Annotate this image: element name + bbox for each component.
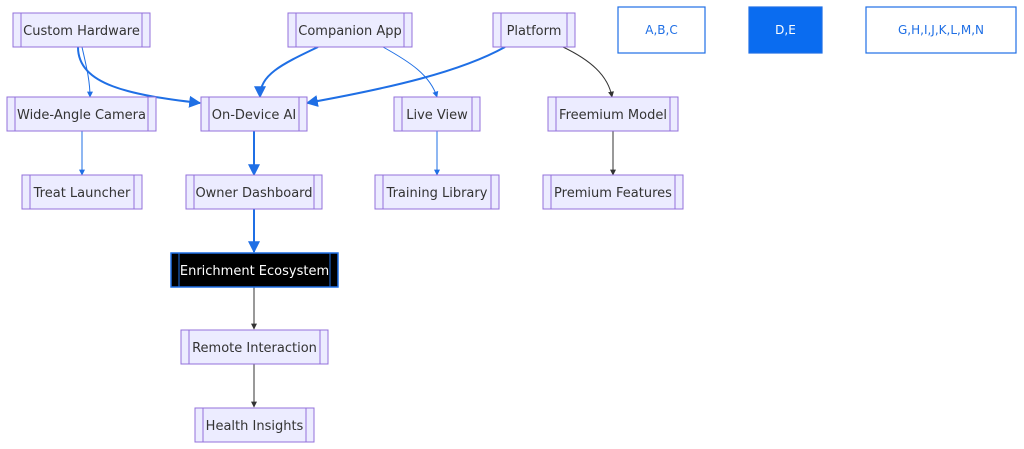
node-label: Premium Features <box>554 186 672 201</box>
node-freemium-model[interactable]: Freemium Model <box>547 96 679 132</box>
legend-de[interactable]: D,E <box>748 6 823 54</box>
legend-abc[interactable]: A,B,C <box>617 6 706 54</box>
edge-custom-hardware-to-wide-angle-camera <box>81 46 93 98</box>
node-label: Remote Interaction <box>192 341 317 356</box>
node-label: Enrichment Ecosystem <box>180 264 329 279</box>
node-label: Treat Launcher <box>33 186 131 201</box>
node-label: On-Device AI <box>212 108 296 123</box>
edge-platform-to-on-device-ai <box>305 46 506 107</box>
node-platform[interactable]: Platform <box>492 12 576 48</box>
edge-platform-to-freemium-model <box>562 46 614 98</box>
node-wide-angle-camera[interactable]: Wide-Angle Camera <box>6 96 157 132</box>
node-premium-features[interactable]: Premium Features <box>542 174 684 210</box>
legend-label: D,E <box>775 23 796 37</box>
node-label: Live View <box>406 108 468 123</box>
node-owner-dashboard[interactable]: Owner Dashboard <box>185 174 323 210</box>
edge-companion-app-to-on-device-ai <box>254 46 319 99</box>
node-live-view[interactable]: Live View <box>393 96 481 132</box>
node-treat-launcher[interactable]: Treat Launcher <box>21 174 143 210</box>
edges <box>77 46 616 408</box>
node-label: Custom Hardware <box>23 24 140 39</box>
node-enrichment-ecosystem[interactable]: Enrichment Ecosystem <box>170 252 339 288</box>
node-label: Health Insights <box>206 419 304 434</box>
node-remote-interaction[interactable]: Remote Interaction <box>180 329 329 365</box>
node-label: Companion App <box>298 24 402 39</box>
node-health-insights[interactable]: Health Insights <box>194 407 315 443</box>
legend-label: G,H,I,J,K,L,M,N <box>898 23 984 37</box>
node-label: Freemium Model <box>559 108 667 123</box>
node-on-device-ai[interactable]: On-Device AI <box>200 96 308 132</box>
legend-label: A,B,C <box>645 23 677 37</box>
node-companion-app[interactable]: Companion App <box>287 12 413 48</box>
edge-custom-hardware-to-on-device-ai <box>77 46 202 108</box>
node-label: Training Library <box>386 186 488 201</box>
node-label: Owner Dashboard <box>195 186 312 201</box>
node-label: Wide-Angle Camera <box>17 108 146 123</box>
node-custom-hardware[interactable]: Custom Hardware <box>12 12 151 48</box>
node-label: Platform <box>507 24 562 39</box>
edge-companion-app-to-live-view <box>382 46 439 98</box>
legend-ghijklmn[interactable]: G,H,I,J,K,L,M,N <box>865 6 1017 54</box>
node-training-library[interactable]: Training Library <box>374 174 500 210</box>
